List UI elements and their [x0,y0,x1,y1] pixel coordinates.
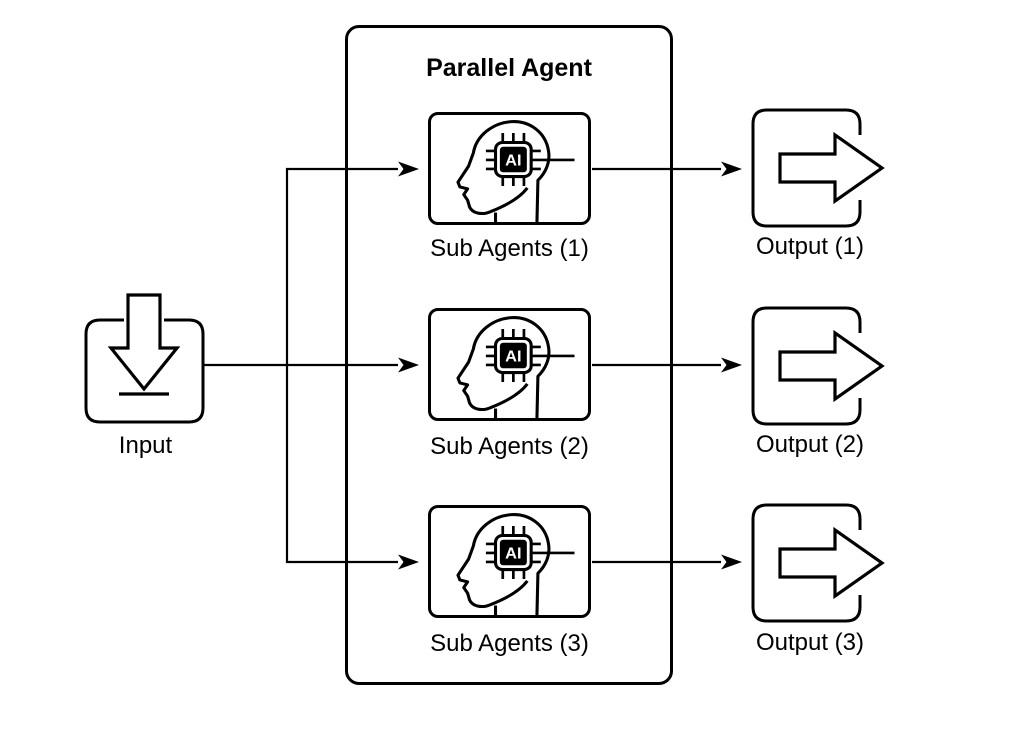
output-label-1: Output (1) [755,233,865,260]
arrowhead [721,554,742,570]
chip-label: AI [505,545,521,563]
sub-agent-node-1: AI [428,112,591,225]
sub-agent-node-2: AI [428,308,591,421]
arrowhead [721,161,742,177]
arrowhead [398,357,419,373]
chip-label: AI [505,152,521,170]
download-into-tray-icon [84,293,205,424]
arrow-right-icon [751,503,885,623]
arrowhead [398,161,419,177]
arrowhead [398,554,419,570]
ai-chip-head-icon: AI [456,513,575,615]
sub-agent-label-1: Sub Agents (1) [430,235,589,262]
arrow-right-icon [751,306,885,426]
output-node-1 [751,108,885,228]
input-label: Input [118,432,173,459]
ai-chip-head-icon: AI [456,316,575,418]
output-label-2: Output (2) [755,431,865,458]
output-label-3: Output (3) [755,629,865,656]
ai-chip-head-icon: AI [456,120,575,222]
arrowhead [721,357,742,373]
sub-agent-node-3: AI [428,505,591,618]
input-node [84,293,205,424]
output-node-2 [751,306,885,426]
chip-label: AI [505,348,521,366]
sub-agent-label-2: Sub Agents (2) [430,433,589,460]
sub-agent-label-3: Sub Agents (3) [430,630,589,657]
output-node-3 [751,503,885,623]
arrow-right-icon [751,108,885,228]
parallel-agent-title: Parallel Agent [426,54,592,82]
parallel-agent-container [345,25,673,685]
